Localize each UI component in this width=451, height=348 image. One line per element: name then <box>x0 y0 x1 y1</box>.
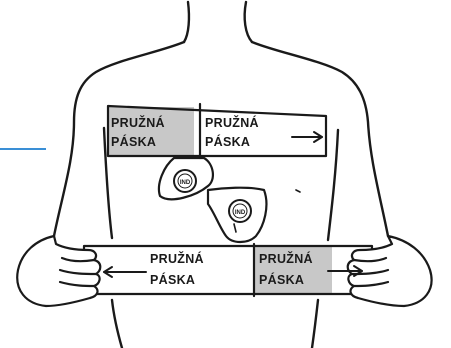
upper-right-label-line1: PRUŽNÁ <box>205 115 259 130</box>
arrow-left-icon <box>104 267 146 277</box>
electrode-icon: IND <box>174 170 196 192</box>
upper-strap-shaded-end <box>108 107 194 157</box>
lower-right-label-line2: PÁSKA <box>259 272 304 287</box>
lower-left-label-line2: PÁSKA <box>150 272 195 287</box>
svg-text:IND: IND <box>180 180 191 186</box>
upper-left-label-line2: PÁSKA <box>111 134 156 149</box>
arrow-right-icon <box>292 132 322 142</box>
svg-text:IND: IND <box>235 210 246 216</box>
electrode-icon: IND <box>229 200 251 222</box>
lower-left-label-line1: PRUŽNÁ <box>150 251 204 266</box>
upper-strap <box>108 104 326 158</box>
torso-outline <box>54 2 388 348</box>
lower-right-label-line1: PRUŽNÁ <box>259 251 313 266</box>
upper-right-label-line2: PÁSKA <box>205 134 250 149</box>
arrow-right-icon <box>328 266 362 276</box>
upper-left-label-line1: PRUŽNÁ <box>111 115 165 130</box>
